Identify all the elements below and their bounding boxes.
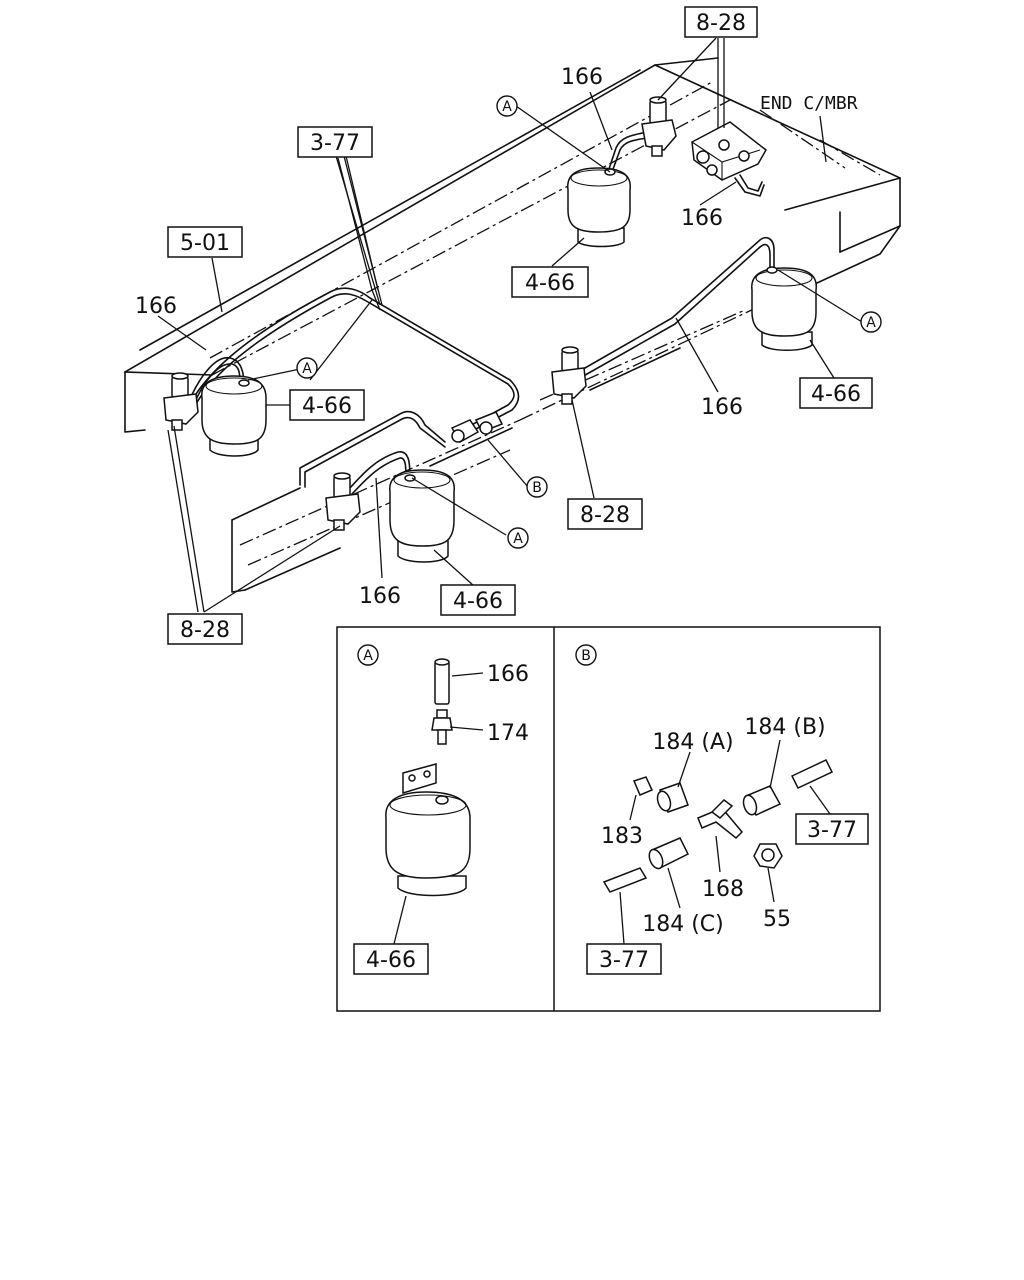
connector-184c xyxy=(648,837,690,870)
svg-text:4-66: 4-66 xyxy=(302,394,352,419)
detail-b: B xyxy=(575,644,869,975)
svg-text:3-77: 3-77 xyxy=(807,818,857,843)
svg-text:5-01: 5-01 xyxy=(180,231,230,256)
ref-box-4-66-right: 4-66 xyxy=(799,377,873,409)
part-166-right: 166 xyxy=(701,395,743,420)
part-55: 55 xyxy=(763,907,791,932)
callout-a-right: A xyxy=(860,311,882,333)
ref-box-3-77-detail-bottom: 3-77 xyxy=(586,943,662,975)
ref-box-5-01: 5-01 xyxy=(167,226,243,258)
callout-b-detail: B xyxy=(575,644,597,666)
part-183: 183 xyxy=(601,824,643,849)
ref-box-8-28-top: 8-28 xyxy=(684,6,758,38)
air-spring-right xyxy=(751,266,817,351)
end-cmbr-note: END C/MBR xyxy=(760,93,858,114)
svg-text:3-77: 3-77 xyxy=(310,131,360,156)
callout-b-main: B xyxy=(526,476,548,498)
svg-text:4-66: 4-66 xyxy=(366,948,416,973)
tee-168 xyxy=(697,799,744,840)
part-184b: 184 (B) xyxy=(744,715,825,740)
ref-box-8-28-middle: 8-28 xyxy=(567,498,643,530)
ref-box-4-66-lower: 4-66 xyxy=(440,584,516,616)
air-spring-upper xyxy=(567,167,631,248)
pipe-3-77-right xyxy=(790,759,834,789)
air-spring-lower xyxy=(389,469,455,563)
plug-183 xyxy=(632,776,654,796)
pipe-3-77-bottom xyxy=(602,867,648,893)
svg-text:A: A xyxy=(502,99,512,115)
ref-box-4-66-upper: 4-66 xyxy=(511,266,589,298)
leader-lines-main xyxy=(157,37,863,613)
part-174-detail: 174 xyxy=(487,721,529,746)
part-166-lower: 166 xyxy=(359,584,401,609)
part-labels-main: 166 166 166 166 166 END C/MBR xyxy=(135,65,858,609)
svg-text:8-28: 8-28 xyxy=(580,503,630,528)
part-166-detail: 166 xyxy=(487,662,529,687)
valve-block xyxy=(691,121,767,181)
connector-184b xyxy=(742,785,782,816)
air-spring-left xyxy=(201,375,267,457)
svg-text:8-28: 8-28 xyxy=(696,11,746,36)
ref-box-3-77-main: 3-77 xyxy=(297,126,373,158)
svg-text:4-66: 4-66 xyxy=(453,589,503,614)
svg-text:3-77: 3-77 xyxy=(599,948,649,973)
detail-a: A 166 174 4-66 xyxy=(353,644,529,975)
ref-box-3-77-detail-right: 3-77 xyxy=(795,813,869,845)
svg-text:4-66: 4-66 xyxy=(811,382,861,407)
svg-text:B: B xyxy=(581,648,591,664)
air-spring-detail xyxy=(385,763,471,897)
svg-text:A: A xyxy=(363,648,373,664)
ref-box-4-66-left: 4-66 xyxy=(289,389,365,421)
leveling-valve-top xyxy=(641,96,677,157)
callout-a-detail: A xyxy=(357,644,379,666)
callout-a-left: A xyxy=(296,357,318,379)
nut-184a xyxy=(656,782,689,813)
part-166-top: 166 xyxy=(561,65,603,90)
part-168: 168 xyxy=(702,877,744,902)
pipe-166-detail xyxy=(434,658,450,705)
svg-text:A: A xyxy=(302,361,312,377)
leveling-valve-lower xyxy=(325,472,361,531)
callout-a-top: A xyxy=(496,95,518,117)
part-184c: 184 (C) xyxy=(642,912,724,937)
air-lines xyxy=(184,131,775,495)
svg-text:4-66: 4-66 xyxy=(525,271,575,296)
tee-fitting-main xyxy=(450,411,504,444)
ref-box-4-66-detail: 4-66 xyxy=(353,943,429,975)
svg-text:B: B xyxy=(532,480,542,496)
nut-55 xyxy=(753,843,783,869)
svg-text:A: A xyxy=(866,315,876,331)
fitting-174-detail xyxy=(431,709,453,745)
svg-text:A: A xyxy=(513,531,523,547)
svg-text:8-28: 8-28 xyxy=(180,618,230,643)
part-166-valve-block: 166 xyxy=(681,206,723,231)
callout-a-lower: A xyxy=(507,527,529,549)
detail-panels xyxy=(336,626,881,1012)
leveling-valve-left xyxy=(163,372,199,431)
ref-box-8-28-bottom: 8-28 xyxy=(167,613,243,645)
part-184a: 184 (A) xyxy=(652,730,733,755)
leveling-valve-right xyxy=(551,346,587,405)
part-166-left: 166 xyxy=(135,294,177,319)
